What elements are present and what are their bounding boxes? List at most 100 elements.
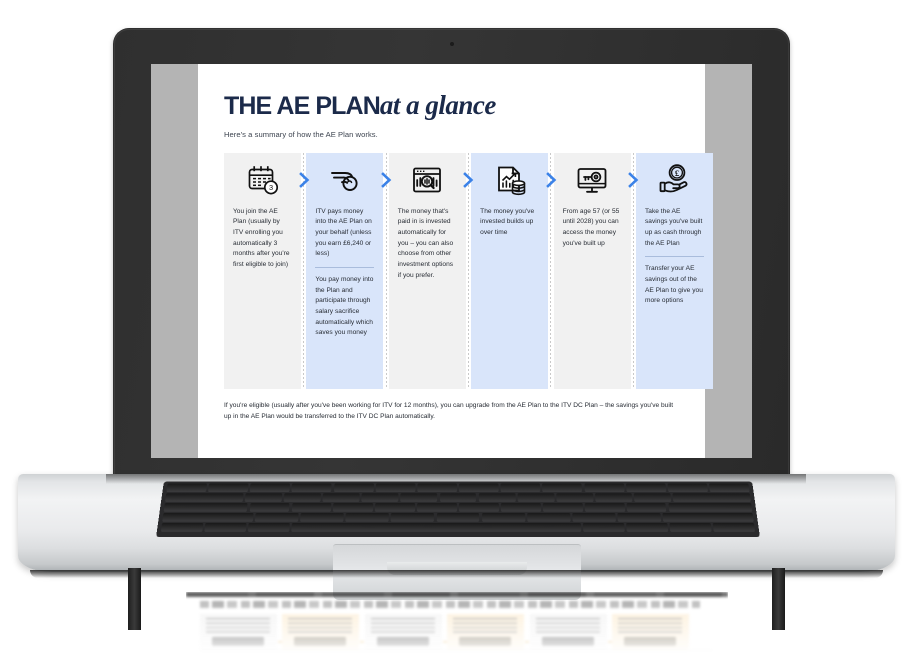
key[interactable]: [709, 483, 750, 492]
key[interactable]: [667, 483, 708, 492]
key[interactable]: [478, 493, 516, 502]
chevron-right-icon: [463, 171, 474, 188]
stand-leg-right: [772, 568, 785, 630]
reflection-column: [529, 614, 607, 650]
monitor-key-icon: [554, 153, 631, 207]
webcam-icon: [449, 42, 454, 46]
key[interactable]: [391, 513, 435, 521]
key[interactable]: [300, 513, 344, 521]
base-body: [18, 474, 895, 600]
key[interactable]: [361, 493, 399, 502]
reflection-text-lines: [535, 618, 600, 635]
key[interactable]: [333, 483, 374, 492]
key[interactable]: [459, 503, 499, 511]
key[interactable]: [250, 483, 291, 492]
key[interactable]: [617, 513, 661, 521]
slide-reflection: [186, 592, 728, 665]
key[interactable]: [400, 493, 438, 502]
slide-footer-note: If you're eligible (usually after you've…: [224, 401, 674, 420]
key[interactable]: [572, 513, 616, 521]
process-flow: 3 You join the AE Plan (usually by ITV e…: [224, 152, 713, 389]
key[interactable]: [208, 483, 249, 492]
key[interactable]: [436, 513, 480, 521]
reflection-columns: [200, 614, 689, 650]
key[interactable]: [255, 513, 299, 521]
key[interactable]: [556, 493, 594, 502]
key[interactable]: [291, 483, 332, 492]
key[interactable]: [291, 503, 332, 511]
key[interactable]: [712, 523, 756, 531]
calendar-3-icon: 3: [224, 153, 301, 207]
flow-step-text: From age 57 (or 55 until 2028) you can a…: [562, 207, 620, 247]
flow-step-2-body: ITV pays money into the AE Plan on your …: [306, 207, 383, 339]
key[interactable]: [375, 503, 416, 511]
keyboard-row: [161, 493, 755, 502]
key[interactable]: [165, 493, 244, 502]
key[interactable]: [595, 493, 633, 502]
reflection-icon: [459, 637, 512, 646]
key[interactable]: [625, 483, 666, 492]
key[interactable]: [626, 503, 667, 511]
flow-step-3-body: The money that's paid in is invested aut…: [389, 207, 466, 282]
keyboard-row: [158, 513, 757, 521]
reflection-text-lines: [206, 618, 270, 635]
key[interactable]: [481, 513, 525, 521]
key[interactable]: [526, 513, 571, 521]
key[interactable]: [322, 493, 360, 502]
reflection-icon: [294, 637, 347, 646]
flow-connector-5: [628, 152, 639, 389]
key[interactable]: [669, 523, 712, 531]
key[interactable]: [626, 523, 668, 531]
reflection-caption-text: [200, 601, 700, 608]
key[interactable]: [500, 503, 541, 511]
flow-step-1: 3 You join the AE Plan (usually by ITV e…: [224, 152, 301, 389]
key[interactable]: [542, 503, 583, 511]
flow-step-1-body: You join the AE Plan (usually by ITV enr…: [224, 207, 301, 271]
keyboard: [156, 481, 760, 538]
key[interactable]: [345, 513, 390, 521]
key[interactable]: [672, 493, 751, 502]
flow-step-text: You join the AE Plan (usually by ITV enr…: [233, 207, 290, 268]
chevron-right-icon: [628, 171, 639, 188]
reflection-column: [447, 614, 525, 650]
key[interactable]: [517, 493, 555, 502]
key[interactable]: [204, 523, 247, 531]
flow-step-5: From age 57 (or 55 until 2028) you can a…: [553, 152, 631, 389]
key[interactable]: [160, 523, 204, 531]
key[interactable]: [163, 503, 248, 511]
flow-step-4: The money you've invested builds up over…: [471, 152, 549, 389]
presentation-slide: THE AE PLANat a glance Here's a summary …: [198, 64, 713, 458]
browser-chart-search-icon: [389, 153, 466, 207]
flow-step-6: £ Take the AE savings you've built up as…: [635, 152, 713, 389]
reflection-top-strip: [186, 592, 728, 597]
key[interactable]: [459, 483, 499, 492]
key[interactable]: [500, 483, 541, 492]
key[interactable]: [375, 483, 416, 492]
key[interactable]: [162, 513, 254, 521]
key[interactable]: [668, 503, 753, 511]
key[interactable]: [542, 483, 583, 492]
reflection-gap: [441, 614, 448, 650]
growth-document-coins-icon: [471, 153, 548, 207]
spacebar-key[interactable]: [291, 523, 581, 531]
key[interactable]: [582, 523, 625, 531]
reflection-gap: [606, 614, 612, 650]
title-bold: THE AE PLAN: [224, 92, 381, 120]
key[interactable]: [417, 503, 457, 511]
reflection-icon: [623, 637, 676, 646]
key[interactable]: [584, 503, 625, 511]
key[interactable]: [584, 483, 625, 492]
key[interactable]: [166, 483, 207, 492]
reflection-text-lines: [370, 618, 435, 635]
key[interactable]: [633, 493, 672, 502]
key[interactable]: [662, 513, 754, 521]
key[interactable]: [417, 483, 457, 492]
key[interactable]: [283, 493, 321, 502]
flow-step-5-body: From age 57 (or 55 until 2028) you can a…: [554, 207, 631, 250]
key[interactable]: [333, 503, 374, 511]
key[interactable]: [248, 523, 290, 531]
key[interactable]: [244, 493, 283, 502]
key[interactable]: [439, 493, 477, 502]
key[interactable]: [249, 503, 290, 511]
